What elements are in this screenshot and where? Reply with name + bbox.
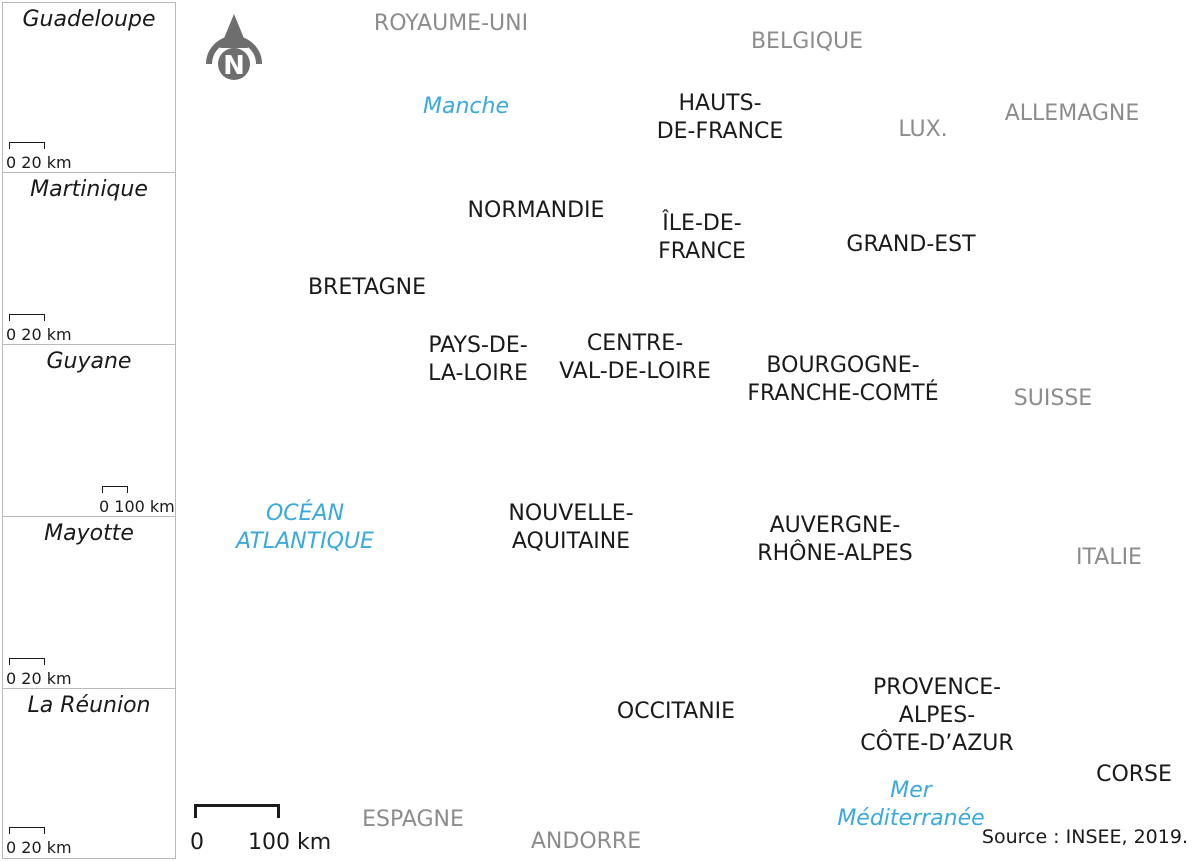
country-belgique: BELGIQUE bbox=[750, 29, 864, 54]
region-nouvelle-aquitaine: NOUVELLE- AQUITAINE bbox=[508, 501, 634, 554]
scale-bar-icon bbox=[102, 486, 128, 493]
inset-la-reunion: La Réunion 0 20 km bbox=[2, 688, 176, 859]
inset-mayotte: Mayotte 0 20 km bbox=[2, 516, 176, 690]
region-auvergne-rhone-alpes: AUVERGNE- RHÔNE-ALPES bbox=[757, 513, 913, 566]
inset-scale: 0 20 km bbox=[6, 142, 72, 172]
inset-scale: 0 20 km bbox=[6, 827, 72, 857]
water-manche: Manche bbox=[423, 94, 509, 119]
scale-zero-label: 0 bbox=[190, 830, 204, 855]
country-allemagne: ALLEMAGNE bbox=[1004, 101, 1140, 126]
inset-scale-label: 0 20 km bbox=[6, 153, 72, 172]
region-bourgogne-franche-comte: BOURGOGNE- FRANCHE-COMTÉ bbox=[747, 353, 939, 406]
inset-martinique: Martinique 0 20 km bbox=[2, 172, 176, 346]
scale-bar-icon bbox=[194, 804, 280, 818]
region-corse: CORSE bbox=[1096, 762, 1172, 787]
country-espagne: ESPAGNE bbox=[362, 807, 464, 832]
region-provence-alpes-cote-d-azur: PROVENCE- ALPES- CÔTE-D’AZUR bbox=[860, 675, 1014, 756]
map-scale: 0 100 km bbox=[190, 798, 350, 858]
country-andorre: ANDORRE bbox=[530, 829, 642, 854]
country-suisse: SUISSE bbox=[1013, 386, 1093, 411]
inset-title: Guadeloupe bbox=[22, 7, 156, 32]
region-pays-de-la-loire: PAYS-DE- LA-LOIRE bbox=[428, 333, 528, 386]
inset-scale: 0 20 km bbox=[6, 314, 72, 344]
inset-scale: 0 20 km bbox=[6, 658, 72, 688]
inset-title: Mayotte bbox=[44, 521, 134, 546]
region-centre-val-de-loire: CENTRE- VAL-DE-LOIRE bbox=[559, 331, 711, 384]
inset-scale-label: 0 20 km bbox=[6, 325, 72, 344]
inset-scale: 0 100 km bbox=[99, 486, 175, 516]
region-hauts-de-france: HAUTS- DE-FRANCE bbox=[656, 91, 784, 144]
scale-bar-icon bbox=[9, 827, 45, 834]
inset-scale-label: 0 20 km bbox=[6, 838, 72, 857]
region-normandie: NORMANDIE bbox=[467, 198, 605, 223]
scale-hundred-label: 100 km bbox=[248, 830, 332, 855]
inset-title: La Réunion bbox=[27, 693, 151, 718]
inset-guadeloupe: Guadeloupe 0 20 km bbox=[2, 2, 176, 174]
inset-scale-label: 0 100 km bbox=[99, 497, 175, 516]
north-arrow-icon: N bbox=[200, 12, 268, 84]
inset-scale-label: 0 20 km bbox=[6, 669, 72, 688]
region-grand-est: GRAND-EST bbox=[846, 232, 976, 257]
scale-bar-icon bbox=[9, 142, 45, 149]
region-bretagne: BRETAGNE bbox=[307, 275, 427, 300]
region-ile-de-france: ÎLE-DE- FRANCE bbox=[658, 211, 746, 264]
region-occitanie: OCCITANIE bbox=[616, 699, 736, 724]
scale-bar-icon bbox=[9, 658, 45, 665]
water-ocean-atlantique: OCÉAN ATLANTIQUE bbox=[236, 501, 374, 554]
inset-guyane: Guyane 0 100 km bbox=[2, 344, 176, 518]
country-luxembourg: LUX. bbox=[898, 117, 948, 142]
north-letter: N bbox=[223, 51, 245, 81]
country-italie: ITALIE bbox=[1076, 545, 1142, 570]
country-royaume-uni: ROYAUME-UNI bbox=[373, 11, 529, 36]
water-mer-mediterranee: Mer Méditerranée bbox=[837, 778, 985, 831]
inset-title: Martinique bbox=[30, 177, 148, 202]
inset-title: Guyane bbox=[46, 349, 132, 374]
source-note: Source : INSEE, 2019. bbox=[981, 826, 1188, 848]
scale-bar-icon bbox=[9, 314, 45, 321]
